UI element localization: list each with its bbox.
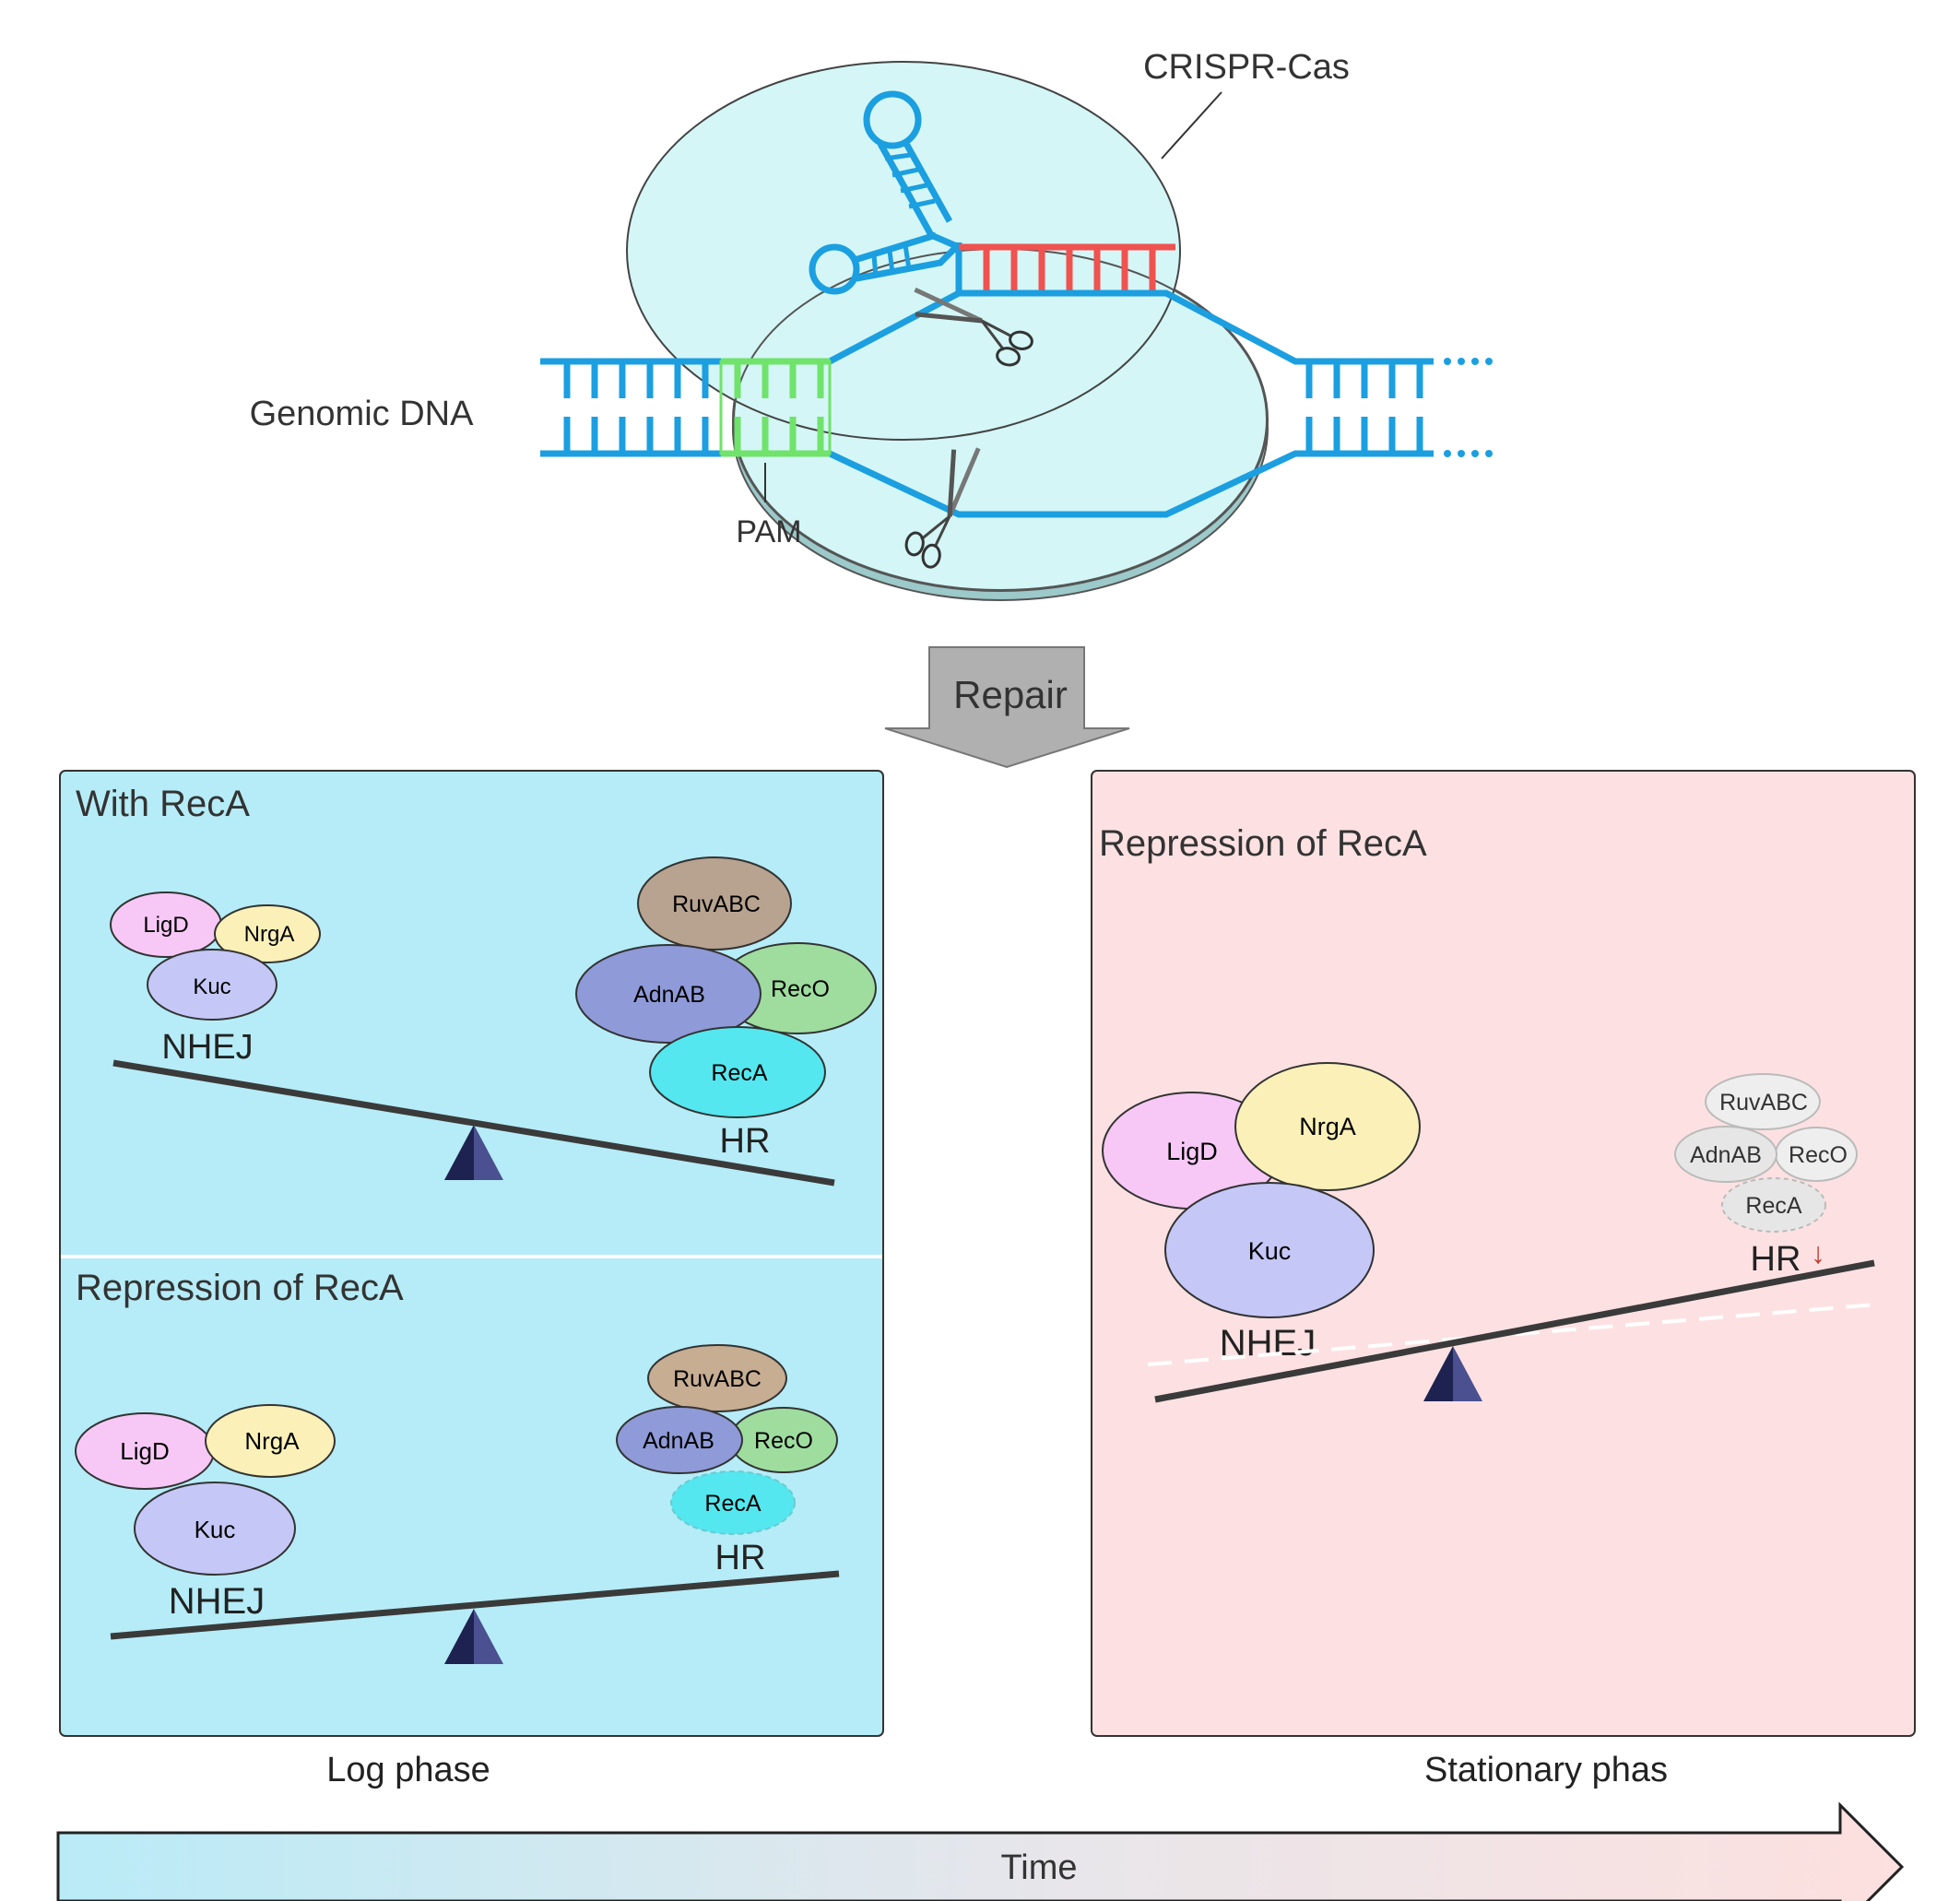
stationary-phase-panel	[1091, 770, 1916, 1737]
nhej-complex-with-reca: LigD NrgA Kuc	[110, 891, 321, 1021]
reca-protein	[1721, 1177, 1826, 1233]
with-reca-title: With RecA	[76, 784, 250, 824]
adnab-protein	[1674, 1126, 1777, 1183]
cas-upper-lobe	[626, 61, 1181, 441]
balance-beam	[112, 1059, 835, 1187]
reca-protein	[670, 1470, 796, 1535]
ruvabc-label: RuvABC	[672, 891, 761, 917]
fulcrum-icon	[444, 1609, 503, 1664]
ruvabc-protein	[1705, 1073, 1821, 1130]
hr-label: HR	[720, 1122, 771, 1161]
reca-label: RecA	[1745, 1193, 1801, 1219]
nrga-protein	[1234, 1062, 1421, 1191]
balance-beam	[110, 1570, 840, 1640]
reca-label: RecA	[711, 1060, 767, 1086]
reca-protein	[649, 1026, 826, 1118]
hr-complex-with-reca: RuvABC RecO AdnAB RecA	[575, 856, 877, 1118]
hr-label: HR	[1751, 1240, 1801, 1279]
nrga-label: NrgA	[244, 922, 295, 947]
nhej-label: NHEJ	[169, 1581, 265, 1622]
reco-label: RecO	[1789, 1142, 1848, 1168]
ligd-label: LigD	[120, 1437, 169, 1465]
adnab-label: AdnAB	[643, 1428, 714, 1454]
ruvabc-label: RuvABC	[673, 1366, 762, 1392]
hr-complex-stationary: RuvABC RecO AdnAB RecA	[1674, 1073, 1858, 1233]
hr-complex-repression-log: RuvABC RecO AdnAB RecA	[616, 1344, 838, 1535]
kuc-label: Kuc	[193, 974, 230, 999]
kuc-protein	[1164, 1182, 1375, 1318]
reco-label: RecO	[771, 976, 830, 1002]
genomic-dna-label: Genomic DNA	[250, 395, 474, 433]
adnab-protein	[575, 944, 762, 1044]
time-label: Time	[1000, 1848, 1077, 1887]
log-phase-caption: Log phase	[326, 1751, 490, 1789]
fulcrum-icon	[444, 1125, 503, 1180]
time-arrow	[56, 1801, 1905, 1901]
kuc-label: Kuc	[1248, 1237, 1292, 1265]
reco-label: RecO	[754, 1428, 813, 1454]
genomic-dna	[540, 289, 1434, 518]
repression-reca-title-log: Repression of RecA	[76, 1268, 404, 1308]
adnab-protein	[616, 1406, 743, 1474]
ruvabc-protein	[647, 1344, 787, 1412]
crispr-cas-label: CRISPR-Cas	[1143, 48, 1350, 87]
dna-dots-bottom	[1444, 450, 1493, 457]
nrga-protein	[214, 904, 321, 963]
nhej-complex-stationary: LigD NrgA Kuc	[1102, 1062, 1421, 1318]
reference-beam-dashed	[1147, 1303, 1877, 1366]
ligd-label: LigD	[143, 913, 188, 938]
balance-beam	[1154, 1259, 1875, 1403]
stationary-phase-caption: Stationary phas	[1424, 1751, 1668, 1789]
kuc-protein	[134, 1482, 296, 1576]
dna-dots-top	[1444, 358, 1493, 365]
pam-site	[719, 358, 832, 457]
nhej-label: NHEJ	[161, 1028, 253, 1067]
repair-label: Repair	[953, 673, 1068, 716]
fulcrum-icon	[1423, 1346, 1482, 1401]
pam-label: PAM	[736, 514, 801, 549]
kuc-protein	[147, 949, 277, 1021]
ruvabc-label: RuvABC	[1719, 1090, 1808, 1116]
ruvabc-protein	[637, 856, 792, 950]
nrga-label: NrgA	[244, 1427, 300, 1455]
repair-arrow	[884, 646, 1130, 769]
reca-label: RecA	[704, 1491, 761, 1517]
nrga-protein	[205, 1404, 336, 1478]
crispr-pointer	[1161, 91, 1222, 159]
adnab-label: AdnAB	[1690, 1142, 1762, 1168]
ligd-label: LigD	[1166, 1138, 1218, 1165]
hr-decrease-arrow-icon: ↓	[1811, 1236, 1825, 1269]
adnab-label: AdnAB	[633, 982, 705, 1008]
nrga-label: NrgA	[1299, 1113, 1356, 1140]
repression-reca-title-stationary: Repression of RecA	[1099, 823, 1427, 864]
nhej-complex-repression-log: LigD NrgA Kuc	[75, 1404, 336, 1576]
kuc-label: Kuc	[195, 1516, 236, 1543]
hr-label: HR	[715, 1539, 766, 1577]
